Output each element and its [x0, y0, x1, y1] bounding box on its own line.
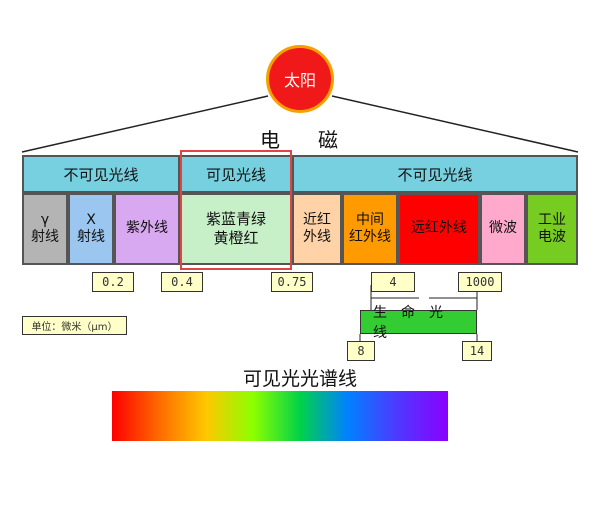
unit-label: 单位：微米（μm） [22, 316, 127, 335]
sun-circle: 太阳 [266, 45, 334, 113]
life-light-bar: 生命光线 [360, 305, 477, 341]
invisible-light-band-right: 不可见光线 [292, 155, 578, 193]
microwave-cell: 微波 [480, 193, 526, 265]
ultraviolet-cell: 紫外线 [114, 193, 180, 265]
mid-infrared-cell: 中间 红外线 [342, 193, 398, 265]
tick-1000: 1000 [458, 272, 502, 292]
tick-14: 14 [462, 341, 492, 361]
visible-spectrum-title: 可见光光谱线 [242, 368, 357, 390]
visible-light-band: 可见光线 [180, 155, 292, 193]
roof-right-line [331, 95, 579, 153]
tick-0-75: 0.75 [271, 272, 313, 292]
far-infrared-cell: 远红外线 [398, 193, 480, 265]
tick-0-4: 0.4 [161, 272, 203, 292]
roof-left-line [21, 95, 269, 153]
tick-8: 8 [347, 341, 375, 361]
near-infrared-cell: 近红 外线 [292, 193, 342, 265]
gamma-ray-cell: γ 射线 [22, 193, 68, 265]
x-ray-cell: X 射线 [68, 193, 114, 265]
tick-0-2: 0.2 [92, 272, 134, 292]
visible-light-highlight-frame [180, 150, 292, 270]
industrial-radio-wave-cell: 工业 电波 [526, 193, 578, 265]
visible-spectrum-gradient [112, 391, 448, 441]
tick-4: 4 [371, 272, 415, 292]
invisible-light-band-left: 不可见光线 [22, 155, 180, 193]
